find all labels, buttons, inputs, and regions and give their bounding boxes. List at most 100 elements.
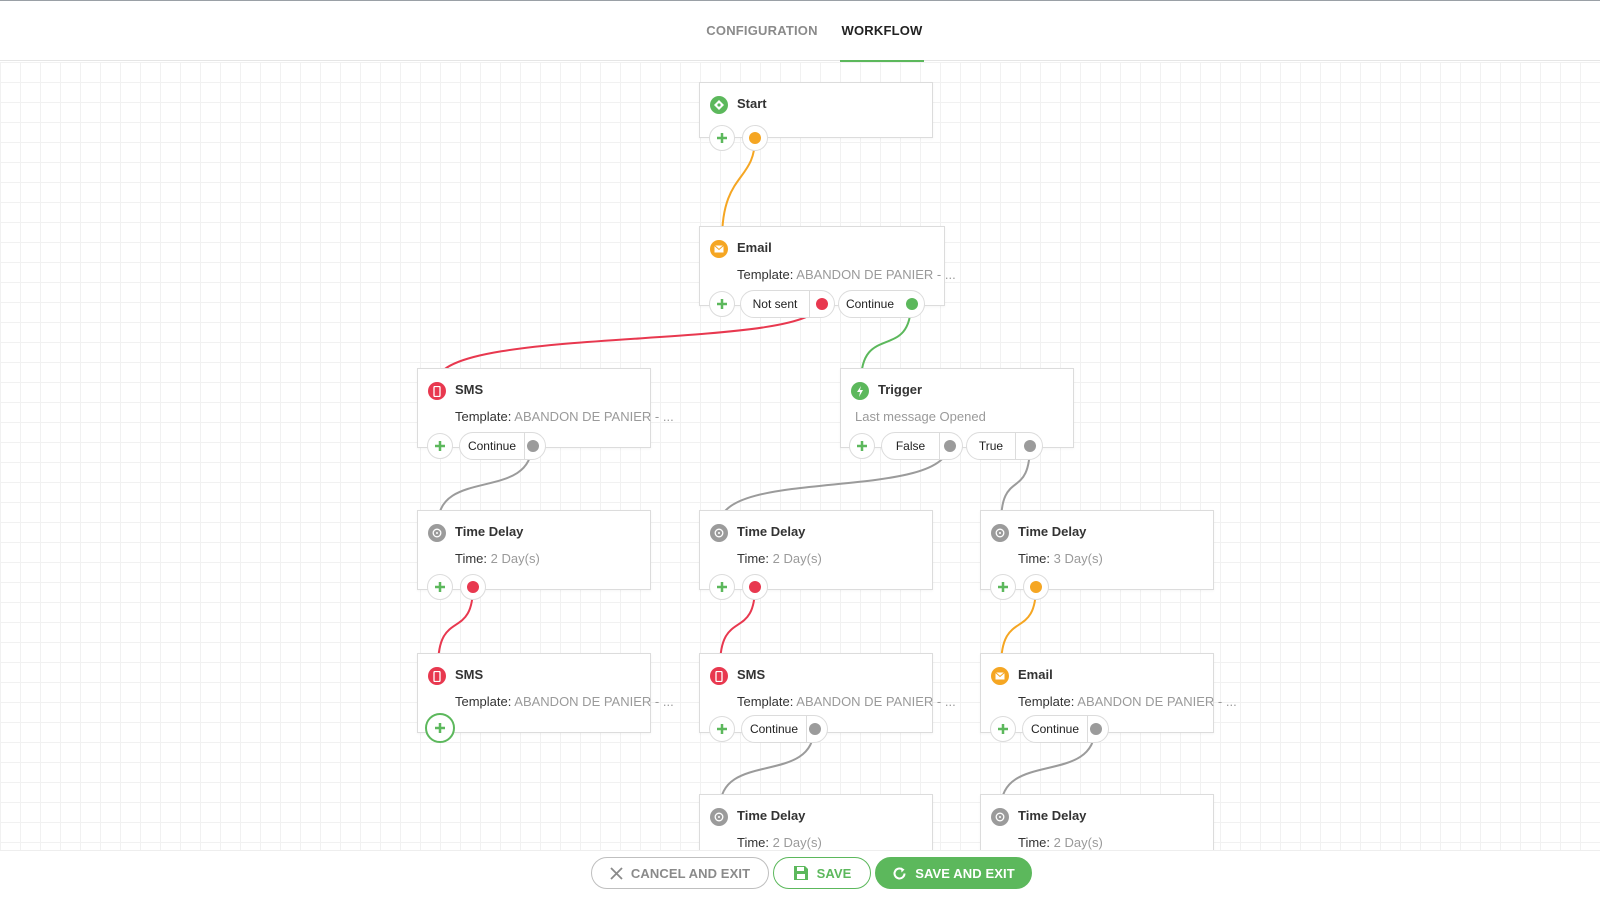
save-exit-label: SAVE AND EXIT <box>915 865 1015 881</box>
cancel-label: CANCEL AND EXIT <box>630 865 751 881</box>
node-sms[interactable]: SMS Template: ABANDON DE PANIER - ... <box>417 653 674 733</box>
node-time: Time: 2 Day(s) <box>1018 835 1103 850</box>
cancel-and-exit-button[interactable]: CANCEL AND EXIT <box>591 857 769 889</box>
add-step-button[interactable] <box>709 574 735 600</box>
port-label: Continue <box>845 297 895 311</box>
add-step-button[interactable] <box>990 574 1016 600</box>
node-title: SMS <box>455 667 484 682</box>
tab-configuration[interactable]: CONFIGURATION <box>706 23 818 38</box>
node-condition: Last message Opened <box>855 409 986 424</box>
port-label: True <box>978 439 1004 453</box>
wire-trigger-false-to-delay2 <box>719 443 950 525</box>
footer-actions: CANCEL AND EXIT SAVE SAVE AND EXIT <box>0 850 1600 900</box>
node-title: Start <box>737 96 767 111</box>
wire-delay3-to-email2 <box>1000 585 1037 668</box>
port-continue[interactable]: Continue <box>459 432 546 460</box>
node-title: Time Delay <box>737 524 806 539</box>
floppy-disk-icon <box>793 866 808 880</box>
plus-icon <box>717 133 727 143</box>
port-not-sent[interactable]: Not sent <box>740 290 835 318</box>
add-step-button[interactable] <box>427 433 453 459</box>
node-title: Time Delay <box>1018 808 1087 823</box>
port-false[interactable]: False <box>881 432 963 460</box>
output-port[interactable] <box>460 574 486 600</box>
wire-sms-continue-to-delay1 <box>437 443 533 525</box>
mobile-phone-icon <box>428 667 446 685</box>
save-label: SAVE <box>816 865 852 881</box>
clock-icon <box>710 808 728 826</box>
node-title: Time Delay <box>1018 524 1087 539</box>
tab-workflow[interactable]: WORKFLOW <box>840 1 924 62</box>
output-port[interactable] <box>1023 574 1049 600</box>
node-title: Email <box>1018 667 1053 682</box>
workflow-canvas[interactable]: Start Email Template: ABANDON DE PANIER … <box>0 62 1600 850</box>
node-time: Time: 2 Day(s) <box>455 551 540 566</box>
node-template: Template: ABANDON DE PANIER - ... <box>737 267 956 282</box>
port-label: Continue <box>467 439 517 453</box>
wire-email-continue-to-trigger <box>860 302 912 383</box>
node-time-delay[interactable]: Time Delay Time: 3 Day(s) <box>980 510 1214 590</box>
node-time: Time: 2 Day(s) <box>737 551 822 566</box>
port-continue[interactable]: Continue <box>741 715 828 743</box>
clock-icon <box>710 524 728 542</box>
save-and-exit-button[interactable]: SAVE AND EXIT <box>875 857 1032 889</box>
lightning-bolt-icon <box>851 382 869 400</box>
start-icon <box>710 96 728 114</box>
add-step-button[interactable] <box>849 433 875 459</box>
mobile-phone-icon <box>428 382 446 400</box>
port-label: Continue <box>1030 722 1080 736</box>
active-tab-indicator <box>840 60 924 62</box>
mobile-phone-icon <box>710 667 728 685</box>
node-title: Email <box>737 240 772 255</box>
output-port[interactable] <box>742 125 768 151</box>
node-title: Time Delay <box>455 524 524 539</box>
node-template: Template: ABANDON DE PANIER - ... <box>455 694 674 709</box>
plus-icon <box>435 582 445 592</box>
envelope-icon <box>991 667 1009 685</box>
plus-icon <box>998 582 1008 592</box>
top-tab-bar: CONFIGURATION WORKFLOW <box>0 1 1600 62</box>
add-step-button[interactable] <box>427 574 453 600</box>
node-time-delay[interactable]: Time Delay Time: 2 Day(s) <box>699 794 933 850</box>
clock-icon <box>428 524 446 542</box>
plus-icon <box>435 441 445 451</box>
clock-icon <box>991 808 1009 826</box>
port-label: Continue <box>749 722 799 736</box>
output-port[interactable] <box>742 574 768 600</box>
node-template: Template: ABANDON DE PANIER - ... <box>1018 694 1237 709</box>
port-label: False <box>895 439 926 453</box>
close-icon <box>610 866 623 880</box>
node-time-delay[interactable]: Time Delay Time: 2 Day(s) <box>417 510 651 590</box>
node-time-delay[interactable]: Time Delay Time: 2 Day(s) <box>980 794 1214 850</box>
node-time: Time: 2 Day(s) <box>737 835 822 850</box>
wire-email-notsent-to-sms <box>436 302 821 383</box>
add-step-button[interactable] <box>709 716 735 742</box>
wire-sms3-continue-to-delay4 <box>719 727 815 809</box>
wire-trigger-true-to-delay3 <box>1000 443 1031 525</box>
port-true[interactable]: True <box>966 432 1043 460</box>
port-continue[interactable]: Continue <box>1022 715 1109 743</box>
add-step-button[interactable] <box>709 125 735 151</box>
add-step-button[interactable] <box>709 291 735 317</box>
wire-start-to-email <box>721 137 756 241</box>
node-email[interactable]: Email Template: ABANDON DE PANIER - ... <box>980 653 1237 733</box>
add-step-button[interactable] <box>425 713 455 743</box>
save-button[interactable]: SAVE <box>773 857 871 889</box>
node-template: Template: ABANDON DE PANIER - ... <box>737 694 956 709</box>
node-title: SMS <box>455 382 484 397</box>
plus-icon <box>998 724 1008 734</box>
wire-delay2-to-sms3 <box>719 585 756 668</box>
refresh-icon <box>893 867 906 879</box>
plus-icon <box>435 723 445 733</box>
node-title: Trigger <box>878 382 923 397</box>
add-step-button[interactable] <box>990 716 1016 742</box>
envelope-icon <box>710 240 728 258</box>
node-title: Time Delay <box>737 808 806 823</box>
tab-workflow-label: WORKFLOW <box>841 23 923 38</box>
node-time: Time: 3 Day(s) <box>1018 551 1103 566</box>
connection-wires <box>436 137 1096 809</box>
node-time-delay[interactable]: Time Delay Time: 2 Day(s) <box>699 510 933 590</box>
clock-icon <box>991 524 1009 542</box>
node-start[interactable]: Start <box>699 82 933 138</box>
port-continue[interactable]: Continue <box>838 290 925 318</box>
